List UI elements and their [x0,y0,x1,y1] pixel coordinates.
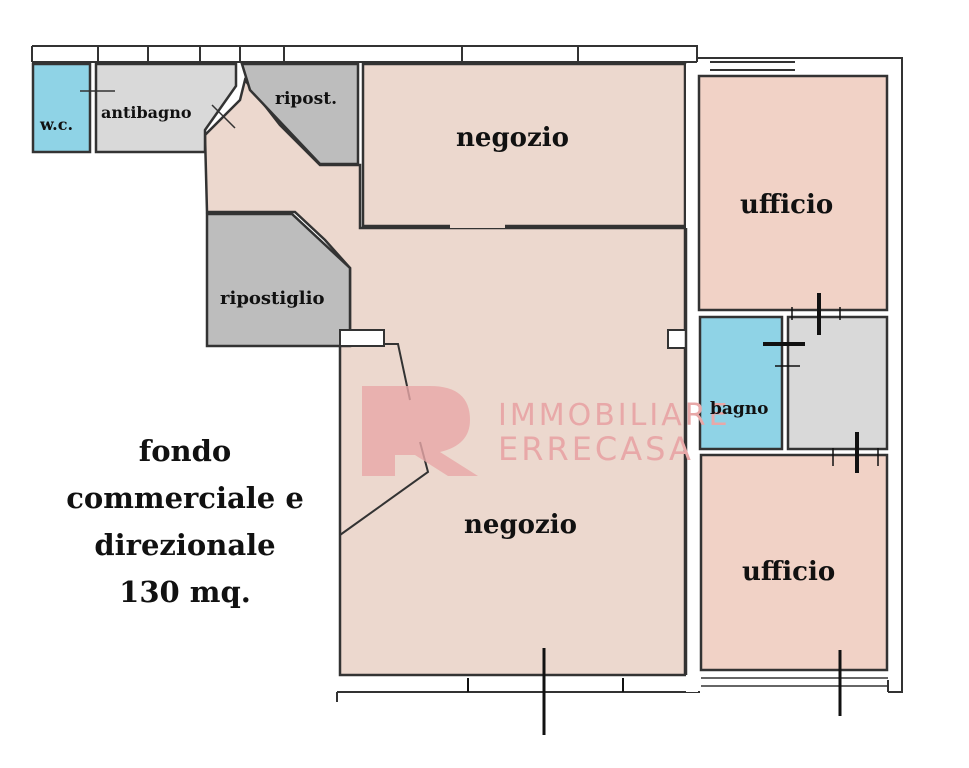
room-antibagno [94,62,238,154]
room-ripostiglio [205,212,352,348]
room-wc [31,62,92,154]
room-ripost [240,62,360,166]
label-ufficio-top: ufficio [740,190,833,220]
description-line3: direzionale [94,528,276,562]
watermark-line1: IMMOBILIARE [498,398,731,433]
room-ufficio-top [697,74,889,312]
label-negozio-bottom: negozio [464,510,577,540]
room-negozio-top [361,62,687,228]
room-storage [786,315,889,451]
door-markers [467,293,879,735]
label-ripostiglio: ripostiglio [220,288,324,309]
outer-walls [31,45,903,702]
description-line4: 130 mq. [119,575,251,609]
description-line1: fondo [138,434,232,468]
label-ripost: ripost. [275,89,337,109]
label-ufficio-bottom: ufficio [742,557,835,587]
label-negozio-top: negozio [456,123,569,153]
label-bagno: bagno [710,399,769,419]
description-line2: commerciale e [66,481,304,515]
label-wc: w.c. [39,115,73,134]
watermark-line2: ERRECASA [498,430,694,468]
room-ufficio-bottom [699,453,889,672]
label-antibagno: antibagno [101,103,192,122]
watermark-logo [362,386,478,476]
room-bagno [698,315,784,451]
property-description: fondo commerciale e direzionale 130 mq. [40,428,330,616]
